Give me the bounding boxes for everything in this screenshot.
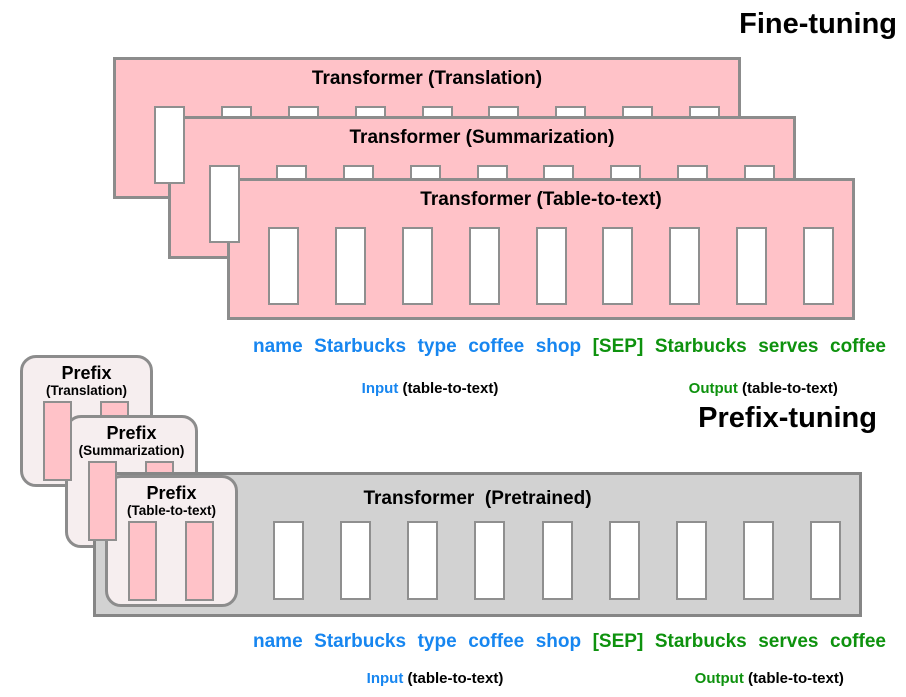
prefix-box-summarization-title: Prefix	[106, 423, 157, 443]
input-token: shop	[535, 631, 582, 652]
token-slot	[810, 521, 841, 600]
prefix-slot	[128, 521, 157, 601]
prefix-box-table-to-text-title: Prefix	[146, 483, 197, 503]
input-caption-word: Input	[366, 670, 404, 687]
fine-tuning-heading: Fine-tuning	[739, 8, 897, 40]
token-slot	[803, 227, 834, 305]
token-slot	[340, 521, 372, 600]
prefix-box-table-to-text: Prefix (Table-to-text)	[105, 475, 238, 607]
prefix-slot	[185, 521, 214, 601]
output-caption-rest: (table-to-text)	[743, 670, 844, 687]
token-slot	[669, 227, 701, 305]
token-slot-row	[273, 521, 841, 600]
token-slot	[273, 521, 304, 600]
prefix-box-translation-title: Prefix	[61, 363, 112, 383]
token-slot	[742, 521, 774, 600]
input-caption-word: Input	[361, 380, 399, 397]
token-slot	[474, 521, 506, 600]
token-slot	[675, 521, 707, 600]
output-caption-prefix-tuning: Output (table-to-text)	[678, 653, 844, 697]
prefix-slot-row	[128, 521, 214, 601]
token-slot	[268, 227, 299, 305]
transformer-box-translation-label: Transformer (Translation)	[311, 68, 543, 89]
token-slot	[401, 227, 433, 305]
input-caption-prefix-tuning: Input (table-to-text)	[350, 653, 504, 697]
input-token: Starbucks	[314, 631, 407, 652]
token-slot	[407, 521, 439, 600]
output-token: serves	[758, 336, 819, 357]
output-token: serves	[758, 631, 819, 652]
input-token: coffee	[468, 336, 525, 357]
transformer-box-pretrained-label: Transformer (Pretrained)	[363, 488, 592, 509]
prefix-box-table-to-text-subtitle: (Table-to-text)	[127, 503, 216, 518]
sep-token: [SEP]	[592, 631, 644, 652]
token-row-prefix-tuning: name Starbucks type coffee shop [SEP] St…	[253, 631, 886, 653]
token-slot	[209, 165, 240, 243]
input-token: name	[253, 336, 303, 357]
token-row-fine-tuning: name Starbucks type coffee shop [SEP] St…	[253, 336, 886, 358]
input-caption-rest: (table-to-text)	[403, 670, 504, 687]
token-slot	[154, 106, 185, 184]
token-slot-row	[268, 227, 834, 306]
token-slot	[602, 227, 634, 305]
transformer-box-table-to-text: Transformer (Table-to-text)	[227, 178, 855, 320]
prefix-slot	[88, 461, 117, 541]
token-slot	[468, 227, 500, 305]
token-slot	[535, 227, 567, 305]
output-token: Starbucks	[654, 631, 747, 652]
token-slot	[608, 521, 640, 600]
input-caption-rest: (table-to-text)	[398, 380, 499, 397]
input-token: name	[253, 631, 303, 652]
token-slot	[736, 227, 768, 305]
input-token: coffee	[468, 631, 525, 652]
output-caption-word: Output	[694, 670, 744, 687]
transformer-box-table-to-text-label: Transformer (Table-to-text)	[420, 189, 662, 210]
transformer-box-summarization-label: Transformer (Summarization)	[349, 127, 615, 148]
input-token: Starbucks	[314, 336, 407, 357]
output-caption-fine-tuning: Output (table-to-text)	[672, 363, 838, 414]
input-token: shop	[535, 336, 582, 357]
sep-token: [SEP]	[592, 336, 644, 357]
token-slot	[334, 227, 366, 305]
output-token: coffee	[830, 631, 886, 652]
output-token: coffee	[830, 336, 886, 357]
prefix-box-summarization-subtitle: (Summarization)	[78, 443, 185, 458]
output-caption-word: Output	[688, 380, 738, 397]
input-token: type	[417, 336, 457, 357]
token-slot	[541, 521, 573, 600]
input-token: type	[417, 631, 457, 652]
prefix-tuning-heading: Prefix-tuning	[698, 402, 877, 434]
prefix-box-translation-subtitle: (Translation)	[45, 383, 127, 398]
prefix-slot	[43, 401, 72, 481]
input-caption-fine-tuning: Input (table-to-text)	[345, 363, 499, 414]
output-caption-rest: (table-to-text)	[737, 380, 838, 397]
output-token: Starbucks	[654, 336, 747, 357]
